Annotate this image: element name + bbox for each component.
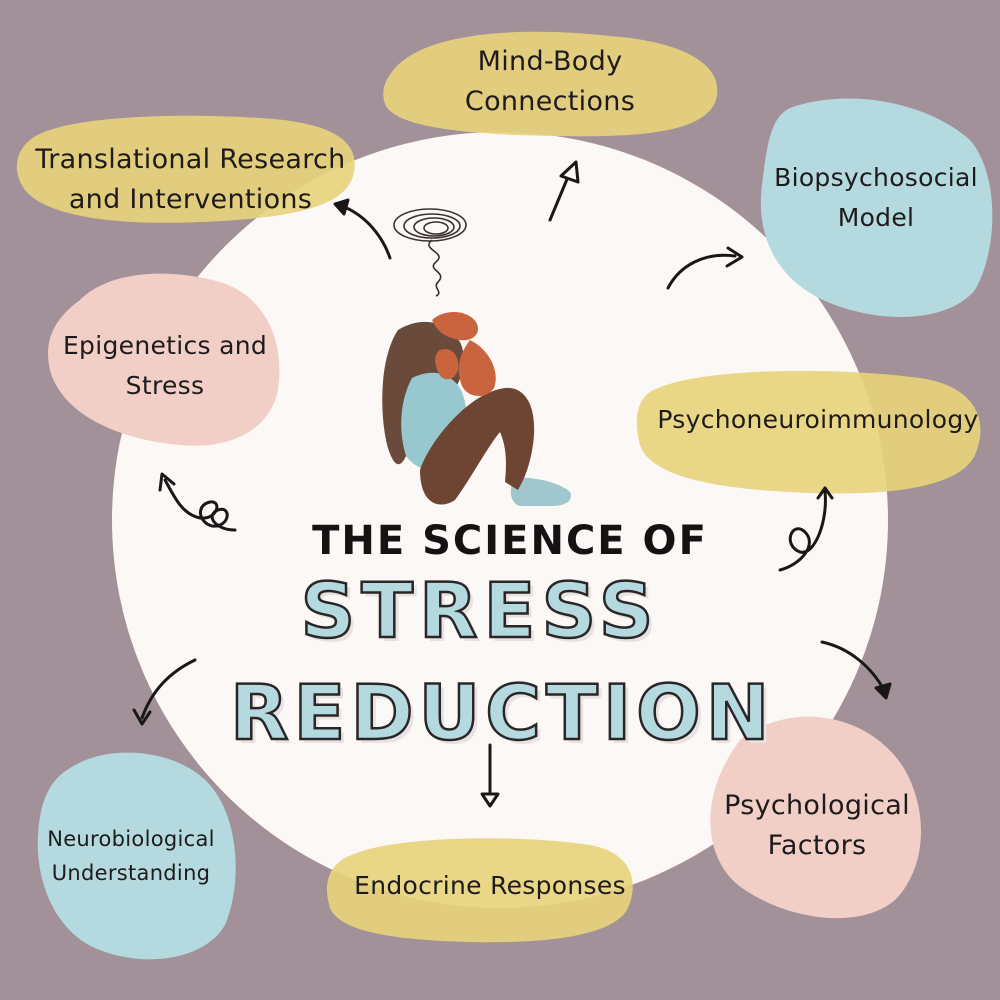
legs [420, 387, 535, 505]
topic-psychological: Psychological Factors [712, 786, 922, 866]
arrow-to-translational [333, 198, 392, 260]
title-line-1: THE SCIENCE OF [312, 518, 708, 564]
topic-translational-line1: Translational Research [35, 144, 346, 175]
topic-biopsychosocial: Biopsychosocial Model [760, 158, 992, 238]
shoe [510, 477, 572, 506]
topic-epigenetics: Epigenetics and Stress [50, 326, 280, 406]
topic-translational: Translational Research and Interventions [18, 140, 363, 220]
topic-translational-line2: and Interventions [68, 184, 313, 215]
topic-epigenetics-line1: Epigenetics and [62, 331, 268, 360]
topic-epigenetics-line2: Stress [125, 371, 205, 400]
stress-swirl-icon [393, 208, 467, 297]
topic-endocrine-line1: Endocrine Responses [354, 871, 626, 900]
topic-psychoneuro: Psychoneuroimmunology [643, 400, 993, 440]
topic-neurobiological-line1: Neurobiological [47, 827, 215, 851]
topic-psychological-line2: Factors [767, 830, 867, 861]
topic-biopsychosocial-line1: Biopsychosocial [774, 163, 978, 192]
epigenetics-blob [48, 273, 280, 446]
arrow-to-endocrine [480, 743, 500, 808]
arm [458, 340, 496, 397]
psychological-blob [710, 716, 922, 919]
center-circle [112, 132, 888, 908]
mind-body-blob [383, 31, 718, 137]
topic-mind-body-line1: Mind-Body [477, 46, 623, 77]
topic-neurobiological: Neurobiological Understanding [40, 822, 222, 890]
hand [432, 311, 479, 341]
arrow-to-epigenetics [158, 472, 237, 532]
arrow-to-psychological [820, 640, 892, 700]
title-line-3: REDUCTION [229, 667, 775, 759]
stressed-person-illustration [382, 311, 572, 506]
topic-endocrine: Endocrine Responses [335, 866, 645, 906]
arrow-to-psychoneuro [778, 486, 834, 572]
arrow-to-neurobiological [132, 658, 197, 726]
title-line-2: STRESS [299, 565, 660, 657]
endocrine-blob [326, 838, 633, 943]
face [435, 349, 459, 380]
arrow-to-mind-body [548, 160, 580, 222]
topic-biopsychosocial-line2: Model [837, 203, 915, 232]
topic-psychological-line1: Psychological [724, 790, 910, 821]
topic-mind-body-line2: Connections [464, 86, 636, 117]
translational-blob [16, 115, 355, 223]
psychoneuro-blob [636, 370, 981, 494]
neurobiological-blob [37, 752, 236, 960]
topic-mind-body: Mind-Body Connections [400, 42, 700, 122]
topic-neurobiological-line2: Understanding [51, 861, 211, 885]
biopsychosocial-blob [760, 98, 993, 317]
topic-psychoneuro-line1: Psychoneuroimmunology [657, 405, 979, 434]
arrow-to-biopsychosocial [666, 246, 744, 290]
